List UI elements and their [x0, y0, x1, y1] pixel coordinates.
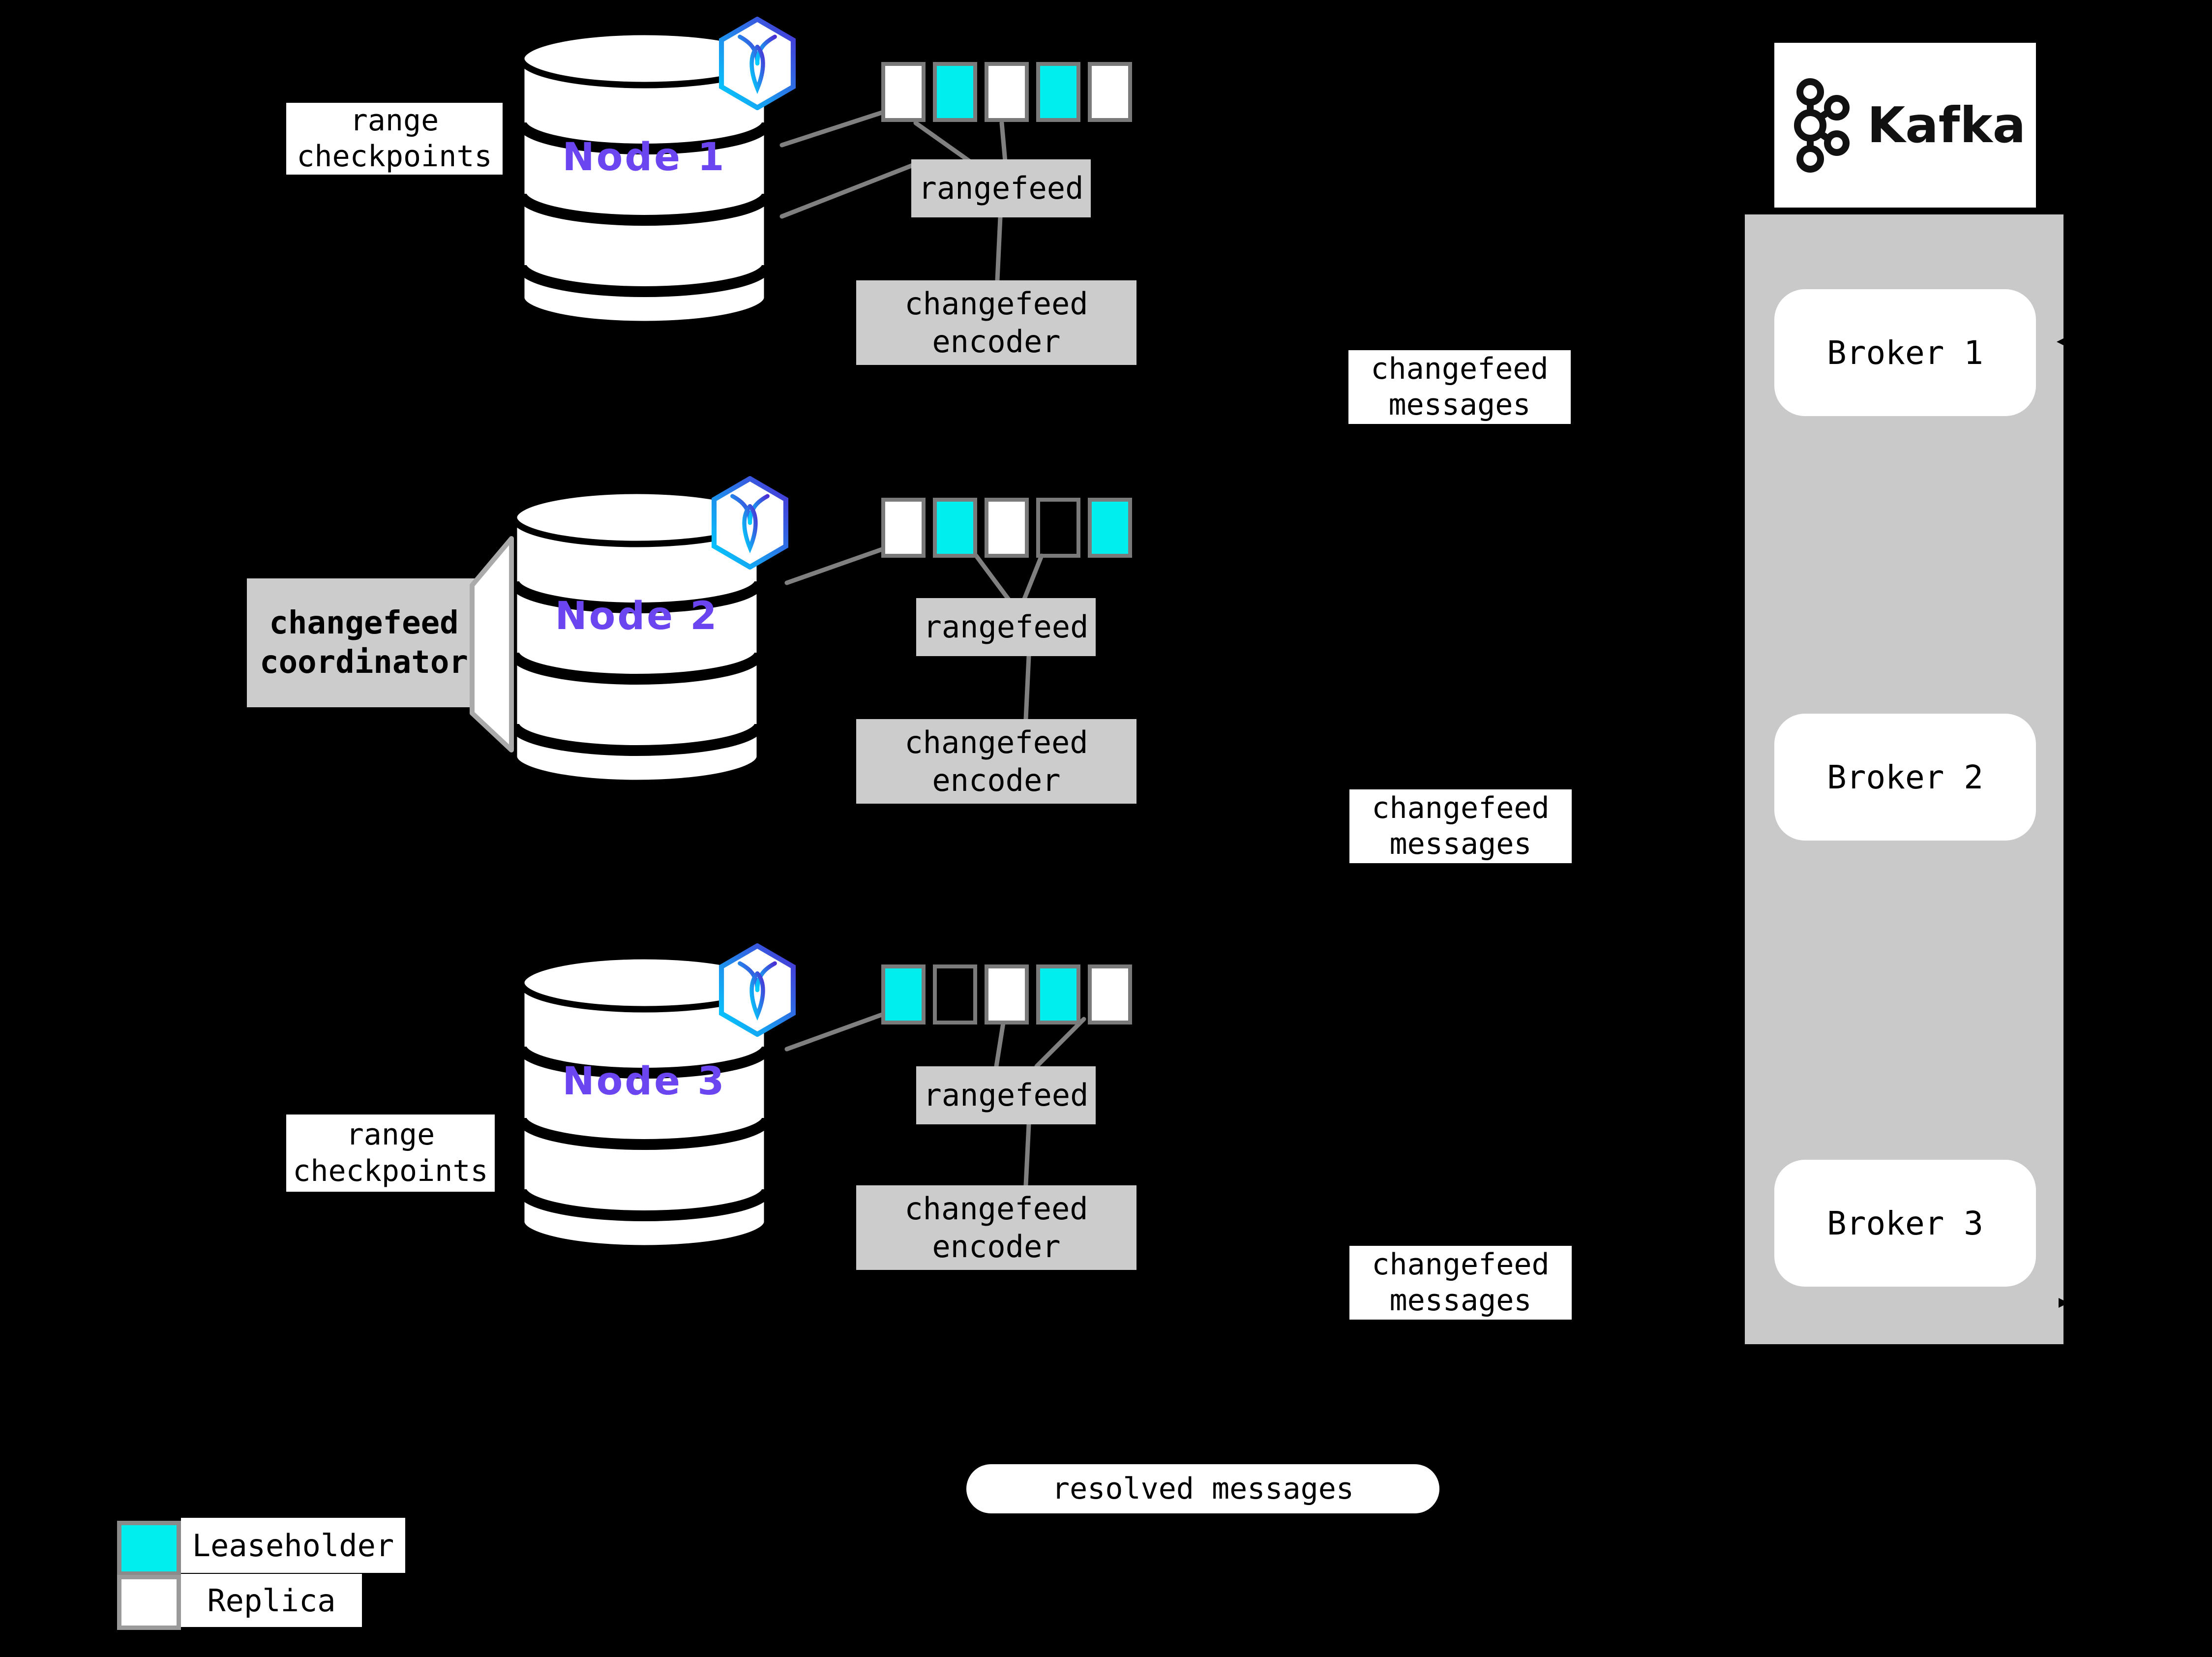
cockroachdb-icon	[718, 943, 796, 1037]
range-checkpoints-line1: range	[350, 103, 439, 138]
coordinator-line1: changefeed	[269, 605, 459, 641]
rangefeed-box: rangefeed	[911, 159, 1091, 217]
node-1-group: Node 1	[516, 28, 773, 331]
messages-line1: changefeed	[1372, 1247, 1550, 1282]
range-square	[985, 964, 1029, 1024]
node-2-group: Node 2	[508, 487, 765, 789]
range-checkpoints-label: range checkpoints	[286, 1115, 495, 1192]
encoder-label-line2: encoder	[932, 762, 1061, 798]
changefeed-messages-label: changefeed messages	[1348, 350, 1571, 424]
coordinator-line2: coordinator	[260, 644, 468, 681]
broker-1: Broker 1	[1774, 289, 2036, 416]
node-title: Node 3	[562, 1059, 726, 1104]
node-title: Node 2	[555, 594, 719, 638]
range-square	[1088, 62, 1132, 122]
changefeed-encoder-box: changefeed encoder	[856, 280, 1136, 365]
range-checkpoints-line2: checkpoints	[297, 139, 492, 174]
rangefeed-box: rangefeed	[916, 598, 1096, 656]
changefeed-encoder-box: changefeed encoder	[856, 1185, 1136, 1270]
changefeed-messages-label: changefeed messages	[1349, 1246, 1572, 1320]
range-checkpoints-line2: checkpoints	[293, 1153, 488, 1188]
messages-line2: messages	[1389, 827, 1532, 861]
cockroachdb-icon	[718, 17, 796, 110]
range-checkpoints-line1: range	[346, 1117, 435, 1152]
encoder-label-line1: changefeed	[904, 1190, 1088, 1227]
coordinator-pointer	[470, 536, 514, 753]
range-checkpoints-label: range checkpoints	[286, 103, 503, 175]
range-square	[1088, 498, 1132, 558]
node-title: Node 1	[562, 135, 726, 180]
changefeed-messages-label: changefeed messages	[1349, 789, 1572, 863]
database-cylinder	[516, 953, 773, 1252]
arrowhead-icon	[2059, 1298, 2068, 1308]
kafka-title: Kafka	[1867, 96, 2026, 154]
range-square	[933, 62, 977, 122]
cockroachdb-icon	[711, 476, 789, 570]
changefeed-encoder-box: changefeed encoder	[856, 719, 1136, 804]
encoder-label-line2: encoder	[932, 324, 1061, 360]
messages-line1: changefeed	[1371, 351, 1549, 386]
range-square	[985, 498, 1029, 558]
range-square	[933, 964, 977, 1024]
messages-line2: messages	[1389, 1283, 1532, 1318]
range-square	[1036, 498, 1080, 558]
range-square	[1088, 964, 1132, 1024]
rangefeed-box: rangefeed	[916, 1066, 1096, 1124]
range-square	[881, 964, 926, 1024]
arrowhead-icon	[2057, 336, 2068, 348]
messages-line1: changefeed	[1372, 790, 1550, 825]
legend-leaseholder-label: Leaseholder	[181, 1518, 405, 1573]
encoder-label-line2: encoder	[932, 1229, 1061, 1265]
legend-leaseholder-swatch	[117, 1521, 181, 1576]
broker-2: Broker 2	[1774, 714, 2036, 841]
range-square	[881, 498, 926, 558]
kafka-logo-box: Kafka	[1774, 43, 2036, 208]
legend-replica-label: Replica	[181, 1574, 362, 1627]
messages-line2: messages	[1388, 388, 1531, 422]
kafka-icon	[1794, 78, 1850, 173]
encoder-label-line1: changefeed	[904, 285, 1088, 322]
database-cylinder	[508, 487, 765, 786]
legend-replica-swatch	[117, 1575, 181, 1630]
broker-3: Broker 3	[1774, 1160, 2036, 1287]
range-square	[933, 498, 977, 558]
encoder-label-line1: changefeed	[904, 724, 1088, 760]
resolved-messages-pill: resolved messages	[966, 1464, 1439, 1513]
range-square	[1036, 62, 1080, 122]
changefeed-coordinator-callout: changefeed coordinator	[247, 578, 481, 707]
database-cylinder	[516, 29, 773, 328]
range-square	[881, 62, 926, 122]
range-square	[985, 62, 1029, 122]
node-3-group: Node 3	[516, 952, 773, 1255]
range-square	[1036, 964, 1080, 1024]
